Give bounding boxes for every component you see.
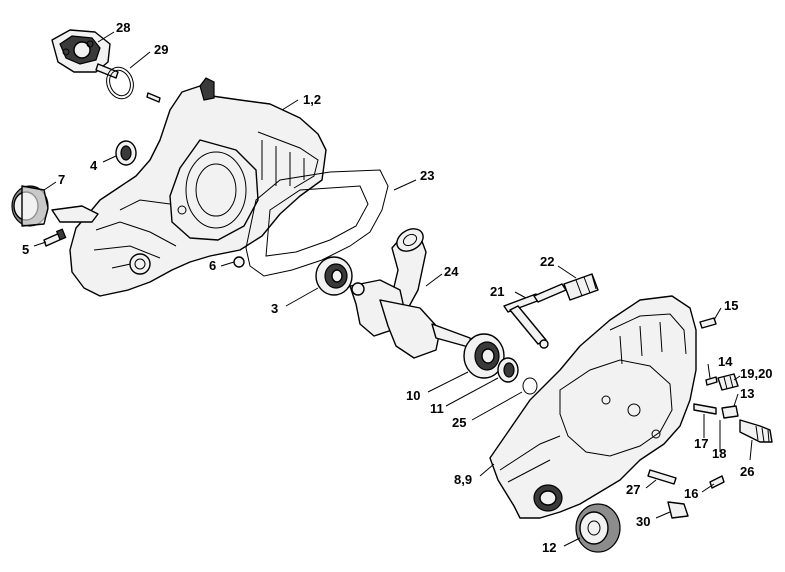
part-12-annular-buffer xyxy=(575,503,621,553)
leader-lines xyxy=(33,31,753,547)
part-7-annular-buffer xyxy=(11,185,49,227)
part-10-bearing xyxy=(463,333,505,379)
part-30-nut xyxy=(667,501,689,519)
part-19-20-sleeve xyxy=(717,373,739,391)
callout-24: 24 xyxy=(444,264,459,279)
part-28-oil-pump xyxy=(51,29,119,79)
part-22-plug xyxy=(563,273,599,301)
part-8-9-crankcase-right xyxy=(489,295,697,519)
callout-4: 4 xyxy=(90,158,98,173)
part-25-circlip xyxy=(522,377,538,395)
part-3-ball-bearing xyxy=(315,256,353,296)
part-13-nut xyxy=(721,405,739,419)
callout-22: 22 xyxy=(540,254,554,269)
callout-3: 3 xyxy=(271,301,278,316)
callout-28: 28 xyxy=(116,20,130,35)
callout-1-2: 1,2 xyxy=(303,92,321,107)
callout-17: 17 xyxy=(694,436,708,451)
callout-25: 25 xyxy=(452,415,466,430)
part-21-tool xyxy=(503,283,567,349)
callout-29: 29 xyxy=(154,42,168,57)
callout-27: 27 xyxy=(626,482,640,497)
callout-10: 10 xyxy=(406,388,420,403)
part-5-screw xyxy=(43,228,67,247)
callout-12: 12 xyxy=(542,540,556,555)
part-15-screw xyxy=(699,317,717,329)
part-26-collar-stud xyxy=(739,419,773,443)
callout-23: 23 xyxy=(420,168,434,183)
callout-5: 5 xyxy=(22,242,29,257)
callout-30: 30 xyxy=(636,514,650,529)
part-17-stud xyxy=(693,403,717,415)
callout-14: 14 xyxy=(718,354,733,369)
part-4-seal xyxy=(115,140,137,166)
callout-6: 6 xyxy=(209,258,216,273)
callout-labels: 28 29 1,2 4 7 5 23 6 3 24 22 21 15 14 19… xyxy=(22,20,773,555)
part-23-gasket xyxy=(245,169,389,277)
part-24-crankshaft xyxy=(349,228,473,359)
callout-19-20: 19,20 xyxy=(740,366,773,381)
callout-13: 13 xyxy=(740,386,754,401)
part-27-screw xyxy=(647,469,677,485)
callout-11: 11 xyxy=(430,401,444,416)
callout-15: 15 xyxy=(724,298,738,313)
part-1-2-crankcase-left xyxy=(51,77,327,297)
part-14-screw xyxy=(705,376,718,386)
callout-21: 21 xyxy=(490,284,504,299)
part-11-seal xyxy=(497,357,519,383)
part-16-stud xyxy=(709,475,725,489)
callout-7: 7 xyxy=(58,172,65,187)
part-6-plug xyxy=(233,256,245,268)
callout-26: 26 xyxy=(740,464,754,479)
part-29-o-ring xyxy=(106,66,161,103)
callout-18: 18 xyxy=(712,446,726,461)
callout-16: 16 xyxy=(684,486,698,501)
callout-8-9: 8,9 xyxy=(454,472,472,487)
